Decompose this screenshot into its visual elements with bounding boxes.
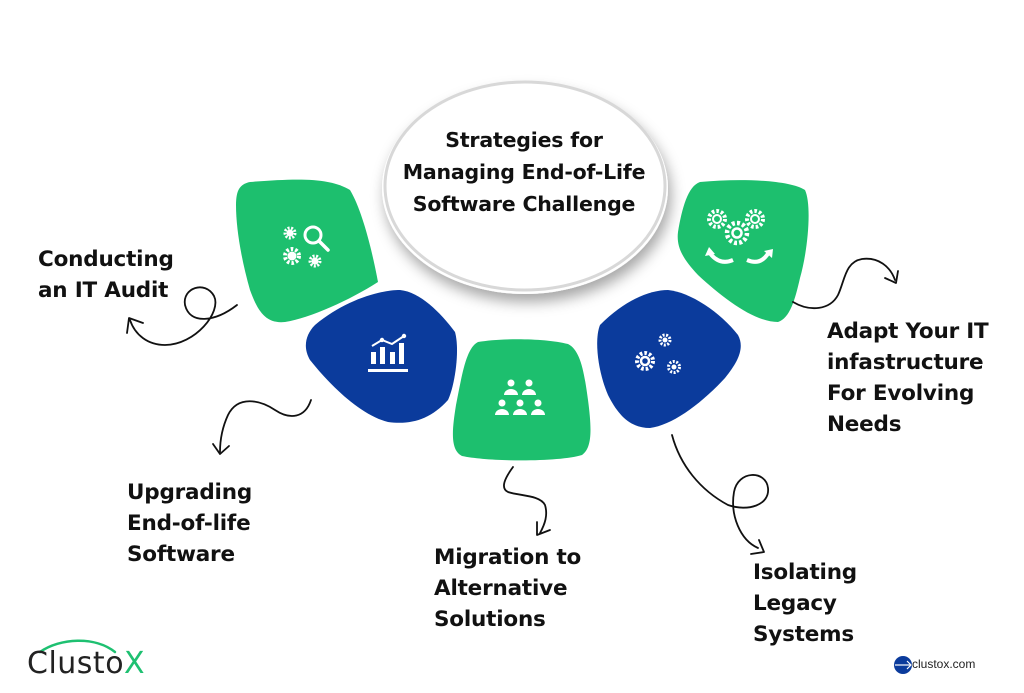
label-line: an IT Audit xyxy=(38,278,169,303)
label-line: Upgrading xyxy=(127,480,253,505)
label-line: Systems xyxy=(753,622,854,647)
logo-x: X xyxy=(124,646,146,681)
label-adapt: Adapt Your IT infastructure For Evolving… xyxy=(827,316,989,440)
title-line-1: Strategies for xyxy=(445,128,603,152)
tile-migration xyxy=(452,339,591,461)
label-line: Solutions xyxy=(434,607,546,632)
label-migration: Migration to Alternative Solutions xyxy=(434,542,581,635)
arrowhead-migration xyxy=(536,521,551,536)
bar-chart-trend-icon xyxy=(368,333,408,372)
label-line: Migration to xyxy=(434,545,582,570)
clustox-logo: ClustoX xyxy=(27,646,145,681)
label-line: infastructure xyxy=(827,350,984,375)
arrow-migration xyxy=(503,466,548,534)
gears-cycle-arrows-icon xyxy=(705,209,773,264)
label-line: Isolating xyxy=(753,560,857,585)
logo-swoosh xyxy=(38,639,117,654)
label-upgrade: Upgrading End-of-life Software xyxy=(127,477,252,570)
tile-audit xyxy=(236,179,378,323)
label-line: End-of-life xyxy=(127,511,251,536)
label-line: For Evolving xyxy=(827,381,975,406)
label-line: Alternative xyxy=(434,576,568,601)
title-line-3: Software Challenge xyxy=(412,192,636,216)
label-line: Legacy xyxy=(753,591,837,616)
arrow-adapt xyxy=(792,257,896,310)
arrow-audit xyxy=(129,286,238,346)
arrowhead-audit xyxy=(126,317,144,334)
label-line: Conducting xyxy=(38,247,174,272)
logo-text: Clusto xyxy=(27,646,125,681)
people-group-icon xyxy=(495,379,545,415)
label-line: Needs xyxy=(827,412,902,437)
tile-isolate xyxy=(597,290,741,428)
website-label: clustox.com xyxy=(912,657,976,671)
arrow-upgrade xyxy=(219,399,312,453)
gears-magnifier-icon xyxy=(283,225,330,268)
center-circle xyxy=(383,80,667,292)
arrowhead-upgrade xyxy=(212,443,230,455)
arrow-isolate xyxy=(671,434,769,549)
arrowhead-adapt xyxy=(884,270,899,284)
page-title: Strategies for Managing End-of-Life Soft… xyxy=(386,124,662,220)
gears-icon xyxy=(635,333,681,374)
title-line-2: Managing End-of-Life xyxy=(402,160,646,184)
label-audit: Conducting an IT Audit xyxy=(38,244,174,306)
globe-icon xyxy=(894,656,912,674)
label-line: Adapt Your IT xyxy=(827,319,989,344)
label-isolate: Isolating Legacy Systems xyxy=(753,557,857,650)
label-line: Software xyxy=(127,542,235,567)
arrowhead-isolate xyxy=(750,539,765,555)
